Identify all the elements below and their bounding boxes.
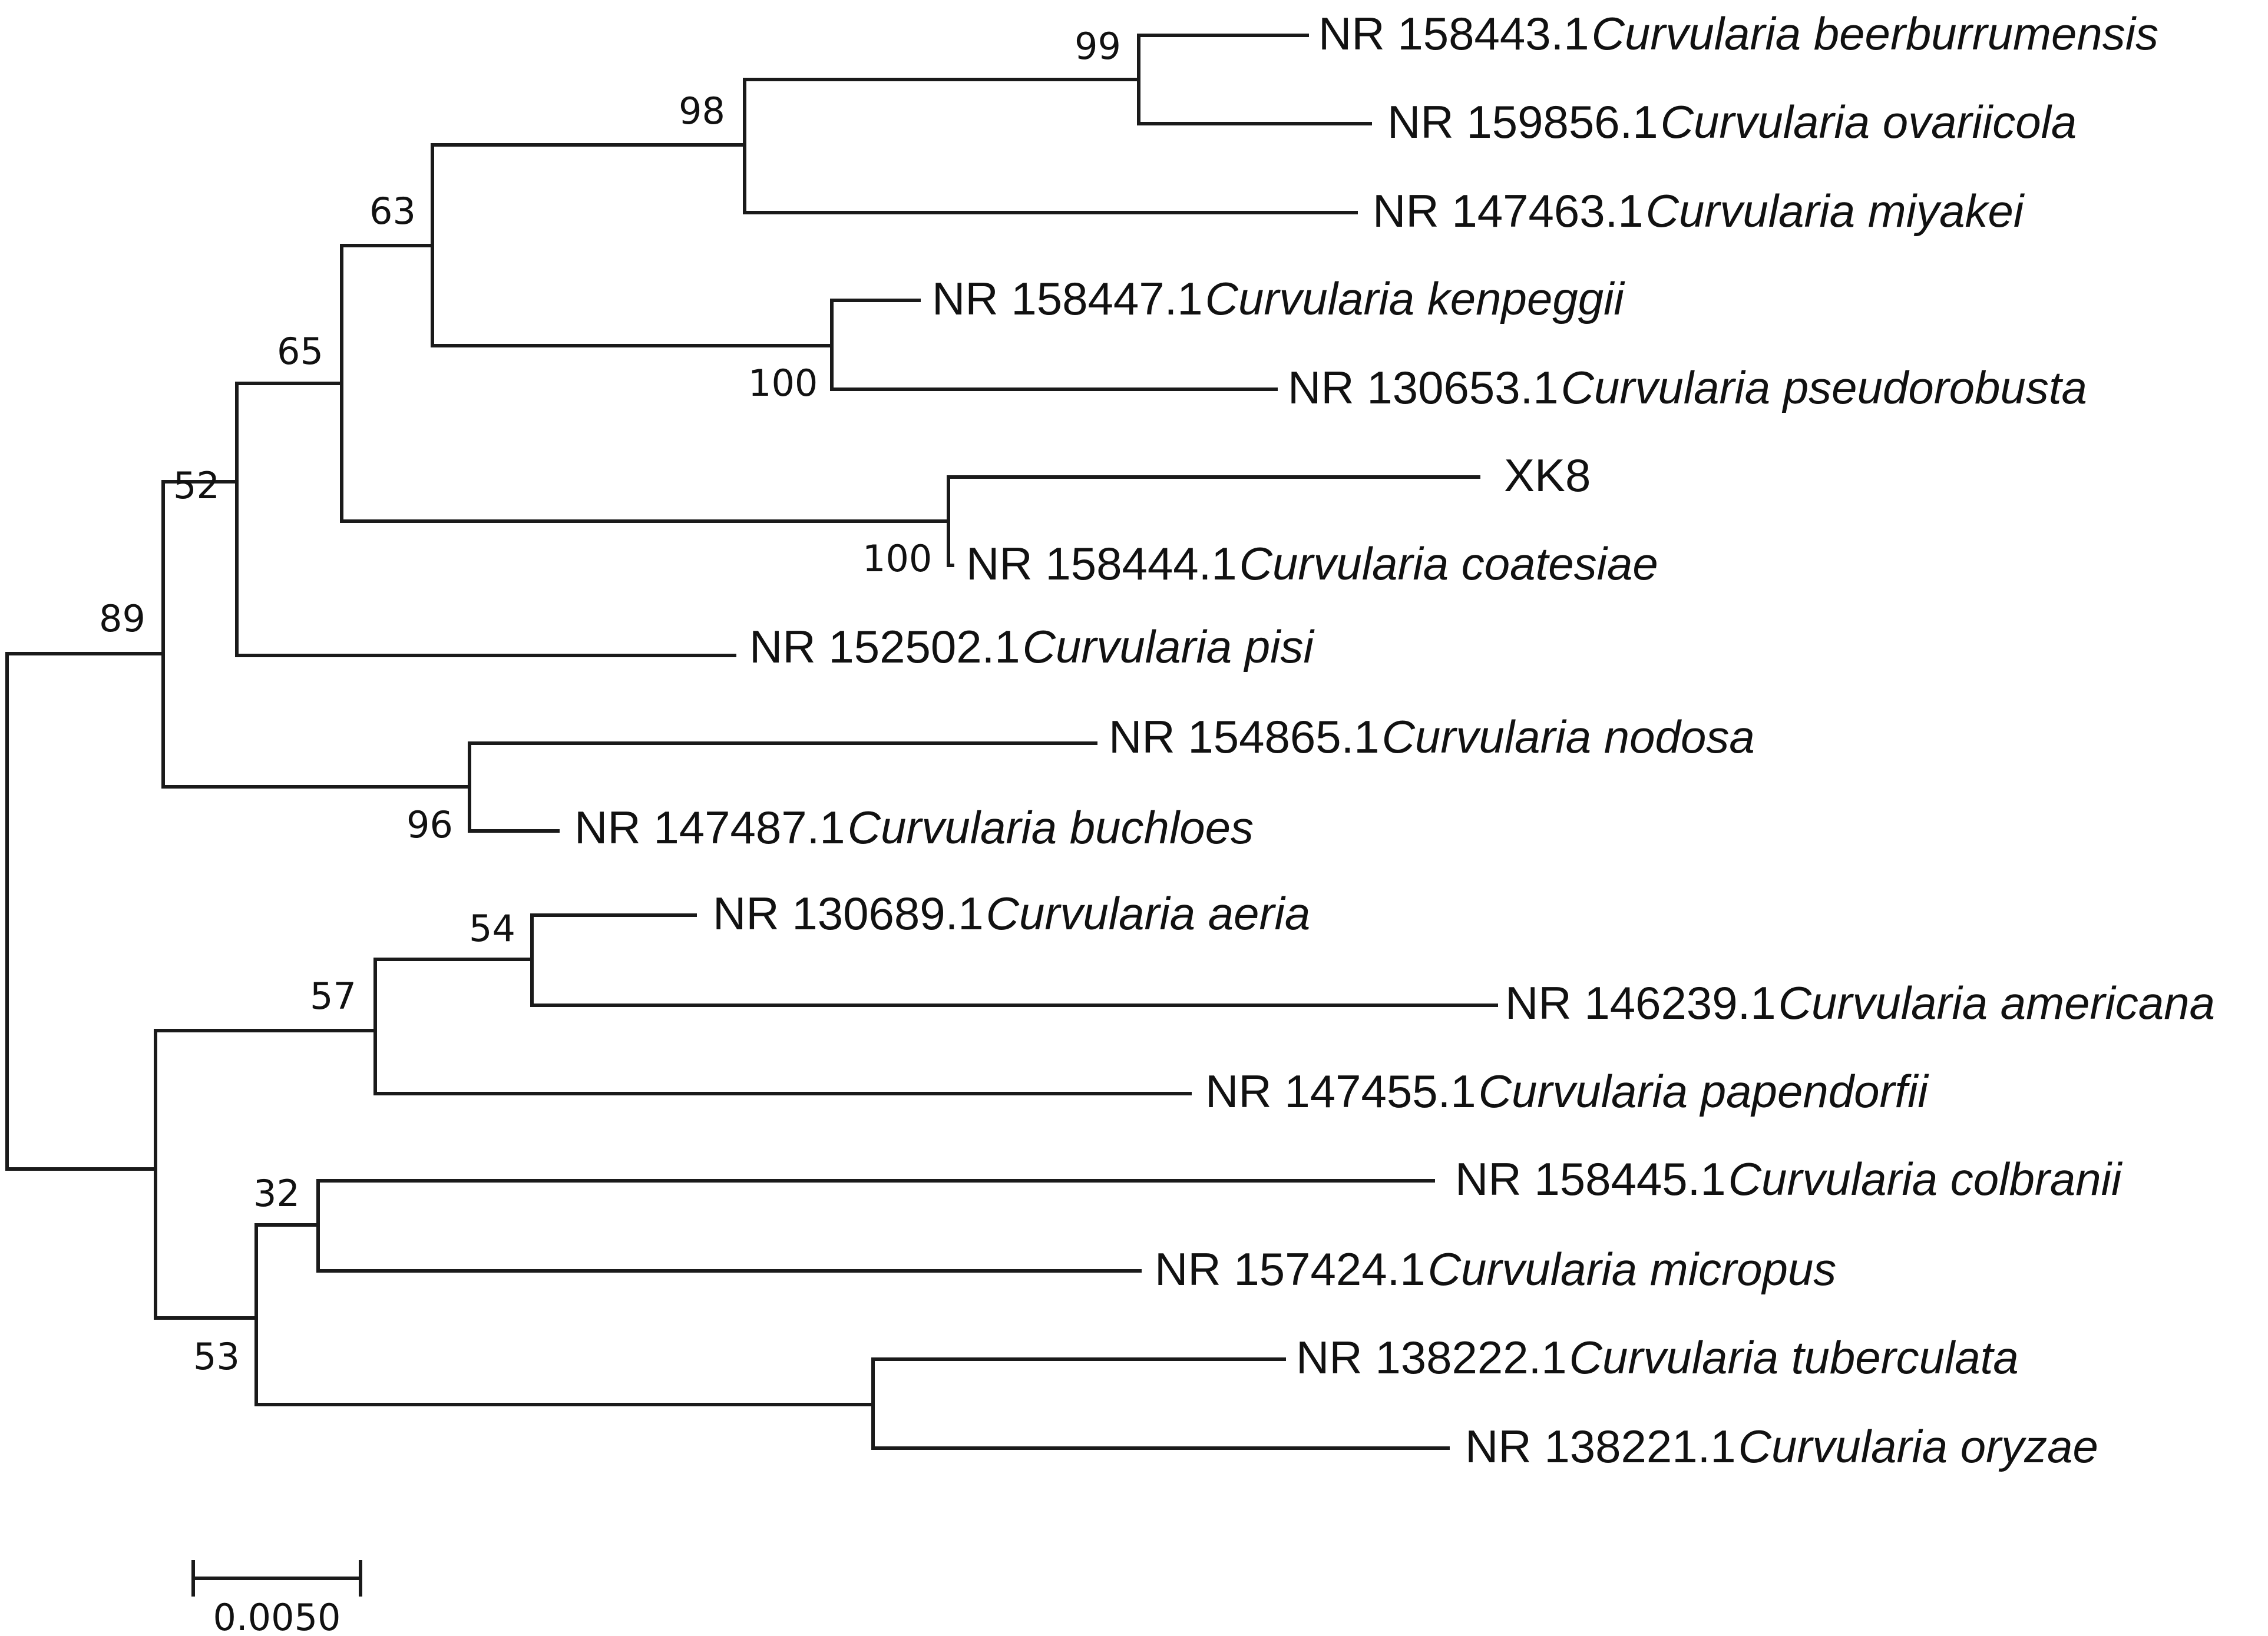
bootstrap-value: 96 xyxy=(406,803,453,846)
bootstrap-value: 65 xyxy=(277,330,323,373)
tip-label: XK8 xyxy=(1504,449,1591,501)
tip-label: NR 158447.1 Curvularia kenpeggii xyxy=(932,273,1625,324)
bootstrap-value: 100 xyxy=(748,362,818,405)
bootstrap-value: 98 xyxy=(679,90,725,133)
scale-bar-label: 0.0050 xyxy=(213,1596,341,1636)
tip-label: NR 146239.1 Curvularia americana xyxy=(1505,977,2215,1029)
tip-label: NR 130653.1 Curvularia pseudorobusta xyxy=(1288,362,2087,413)
tip-label: NR 158443.1 Curvularia beerburrumensis xyxy=(1318,8,2158,59)
tip-label: NR 147463.1 Curvularia miyakei xyxy=(1373,185,2025,237)
tip-label: NR 147487.1 Curvularia buchloes xyxy=(574,802,1254,853)
tip-label: NR 157424.1 Curvularia micropus xyxy=(1155,1243,1836,1295)
tip-label: NR 138222.1 Curvularia tuberculata xyxy=(1296,1332,2019,1383)
tip-label: NR 130689.1 Curvularia aeria xyxy=(713,887,1310,939)
bootstrap-value: 52 xyxy=(173,464,220,507)
bootstrap-value: 54 xyxy=(469,907,515,950)
bootstrap-value: 57 xyxy=(310,975,356,1018)
bootstrap-value: 100 xyxy=(862,537,932,580)
tip-labels: NR 158443.1 Curvularia beerburrumensis N… xyxy=(574,8,2215,1472)
bootstrap-value: 63 xyxy=(369,190,416,233)
tip-label: NR 147455.1 Curvularia papendorfii xyxy=(1205,1065,1929,1117)
tree-branches xyxy=(5,34,1498,1450)
tip-label: NR 152502.1 Curvularia pisi xyxy=(749,621,1315,673)
bootstrap-value: 53 xyxy=(193,1335,240,1378)
tip-label: NR 159856.1 Curvularia ovariicola xyxy=(1387,96,2077,148)
bootstrap-value: 32 xyxy=(253,1172,300,1215)
tip-label: NR 158445.1 Curvularia colbranii xyxy=(1455,1153,2123,1205)
bootstrap-value: 89 xyxy=(99,597,146,640)
tip-label: NR 138221.1 Curvularia oryzae xyxy=(1465,1420,2098,1472)
scale-bar: 0.0050 xyxy=(191,1560,362,1636)
tip-label: NR 154865.1 Curvularia nodosa xyxy=(1109,711,1755,763)
bootstrap-values: 99 98 63 100 65 100 52 89 96 54 57 32 53 xyxy=(99,25,1121,1378)
tip-label: NR 158444.1 Curvularia coatesiae xyxy=(966,538,1658,590)
bootstrap-value: 99 xyxy=(1075,25,1121,68)
